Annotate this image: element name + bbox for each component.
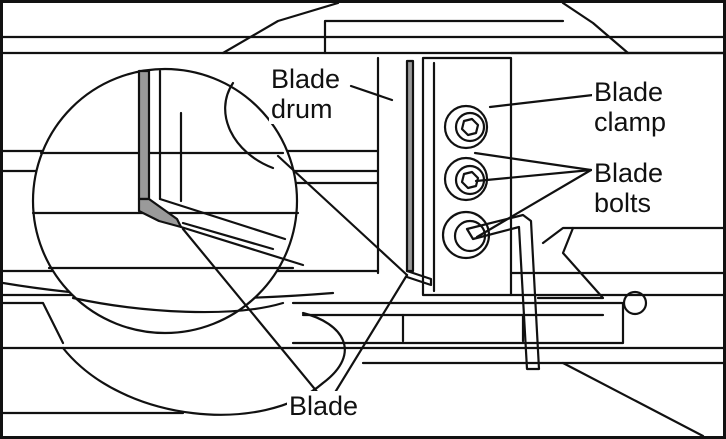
- callout-blade-drum: Blade drum: [269, 64, 343, 124]
- blade-edge: [405, 59, 433, 287]
- upper-housing: [3, 3, 723, 55]
- leader-lines: [181, 84, 595, 401]
- callout-blade-bolts: Blade bolts: [592, 158, 666, 218]
- callout-blade-clamp: Blade clamp: [592, 77, 669, 137]
- blade-clamp: [421, 51, 723, 297]
- bolt-head-2: [443, 156, 489, 202]
- callout-blade: Blade: [287, 391, 361, 421]
- magnifier-detail: [31, 67, 305, 335]
- hex-key-tool: [465, 213, 541, 371]
- machine-illustration: [3, 3, 723, 436]
- bolt-head-1: [443, 104, 489, 150]
